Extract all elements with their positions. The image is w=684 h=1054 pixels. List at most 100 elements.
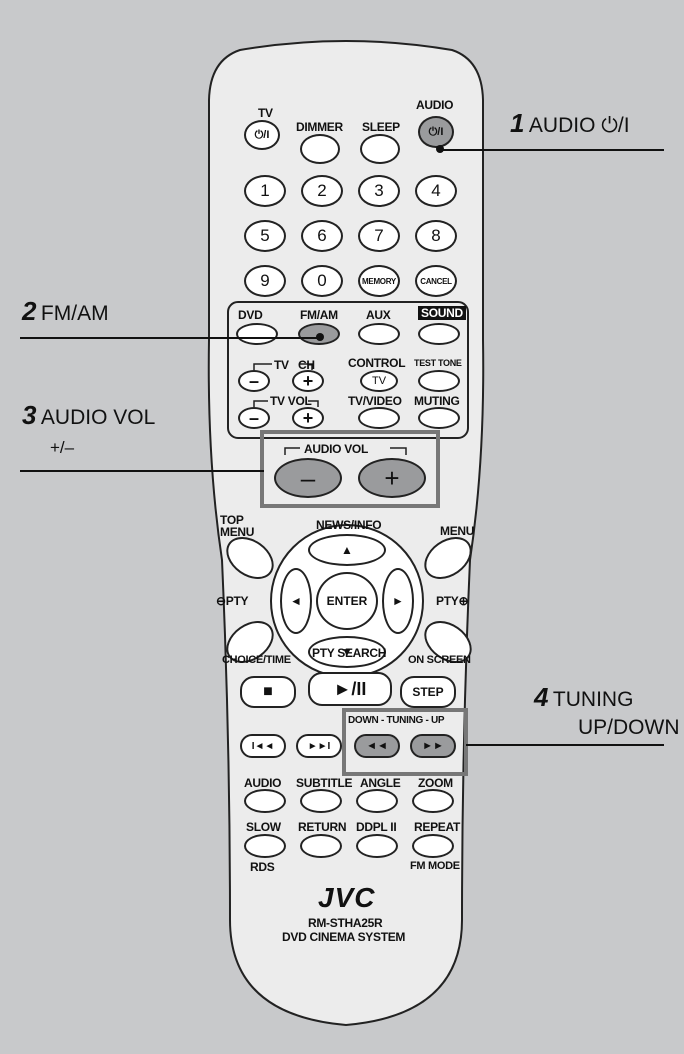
angle-button[interactable] <box>356 789 398 813</box>
audio-vol-label: AUDIO VOL <box>304 442 368 456</box>
enter-button[interactable]: ENTER <box>316 572 378 630</box>
audio-vol-up-button[interactable]: + <box>358 458 426 498</box>
left-button[interactable]: ◄ <box>280 568 312 634</box>
channel-up-button[interactable]: + <box>292 370 324 392</box>
memory-button[interactable]: MEMORY <box>358 265 400 297</box>
pty-minus-label: ⊖PTY <box>216 594 249 608</box>
power-icon: ⏻/I <box>428 125 444 138</box>
number-button-5[interactable]: 5 <box>244 220 286 252</box>
callout-1: 1 AUDIO ⏻/I <box>510 108 630 139</box>
sound-button[interactable] <box>418 323 460 345</box>
tv-vol-label: TV VOL <box>270 394 312 408</box>
muting-label: MUTING <box>414 394 460 408</box>
sleep-label: SLEEP <box>362 120 400 134</box>
number-button-2[interactable]: 2 <box>301 175 343 207</box>
test-tone-label: TEST TONE <box>414 358 462 368</box>
muting-button[interactable] <box>418 407 460 429</box>
dvd-button[interactable] <box>236 323 278 345</box>
callout-3: 3 AUDIO VOL <box>22 400 155 431</box>
slow-label: SLOW <box>246 820 281 834</box>
subtitle-label: SUBTITLE <box>296 776 353 790</box>
jvc-logo: JVC <box>318 882 376 913</box>
number-button-1[interactable]: 1 <box>244 175 286 207</box>
audio-label: AUDIO <box>416 98 454 112</box>
dimmer-label: DIMMER <box>296 120 343 134</box>
previous-button[interactable]: I◄◄ <box>240 734 286 758</box>
menu-label: MENU <box>440 524 475 538</box>
channel-down-button[interactable]: – <box>238 370 270 392</box>
fast-forward-icon: ►► <box>422 740 444 752</box>
number-button-6[interactable]: 6 <box>301 220 343 252</box>
subtitle-button[interactable] <box>300 789 342 813</box>
tuning-down-button[interactable]: ◄◄ <box>354 734 400 758</box>
number-button-0[interactable]: 0 <box>301 265 343 297</box>
callout-3-text: AUDIO VOL <box>40 406 156 429</box>
tuning-up-button[interactable]: ►► <box>410 734 456 758</box>
repeat-button[interactable] <box>412 834 454 858</box>
return-label: RETURN <box>298 820 347 834</box>
next-button[interactable]: ►►I <box>296 734 342 758</box>
number-button-4[interactable]: 4 <box>415 175 457 207</box>
audio-button[interactable] <box>244 789 286 813</box>
on-screen-label: ON SCREEN <box>408 654 471 666</box>
tv-vol-down-button[interactable]: – <box>238 407 270 429</box>
news-info-label: NEWS/INFO <box>316 518 382 532</box>
callout-line-3 <box>20 470 264 472</box>
up-arrow-icon: ▲ <box>341 543 353 557</box>
left-arrow-icon: ◄ <box>290 594 302 608</box>
zoom-button[interactable] <box>412 789 454 813</box>
cancel-button[interactable]: CANCEL <box>415 265 457 297</box>
right-arrow-icon: ► <box>392 594 404 608</box>
angle-label: ANGLE <box>360 776 401 790</box>
ch-label: CH <box>298 358 315 372</box>
callout-line-4 <box>466 744 664 746</box>
return-button[interactable] <box>300 834 342 858</box>
dvd-label: DVD <box>238 308 263 322</box>
zoom-label: ZOOM <box>418 776 453 790</box>
tv-channel-label: TV <box>274 358 289 372</box>
audio-vol-down-button[interactable]: – <box>274 458 342 498</box>
tv-video-button[interactable] <box>358 407 400 429</box>
callout-3-number: 3 <box>22 400 37 430</box>
rewind-icon: ◄◄ <box>366 740 388 752</box>
right-button[interactable]: ► <box>382 568 414 634</box>
callout-3-sub: +/– <box>50 438 75 457</box>
pty-plus-label: PTY⊕ <box>436 594 469 608</box>
dimmer-button[interactable] <box>300 134 340 164</box>
number-button-9[interactable]: 9 <box>244 265 286 297</box>
sleep-button[interactable] <box>360 134 400 164</box>
play-pause-button[interactable]: ►/II <box>308 672 392 706</box>
step-button[interactable]: STEP <box>400 676 456 708</box>
top-menu-label: TOP MENU <box>220 513 255 539</box>
power-icon: ⏻/I <box>254 128 270 141</box>
control-tv-button[interactable]: TV <box>360 370 398 392</box>
tv-vol-up-button[interactable]: + <box>292 407 324 429</box>
stop-button[interactable]: ■ <box>240 676 296 708</box>
model-number: RM-STHA25R <box>308 916 383 930</box>
dolby-pl2-button[interactable] <box>356 834 398 858</box>
remote-control: TV ⏻/I DIMMER SLEEP AUDIO ⏻/I 1 2 3 4 5 … <box>200 40 492 1030</box>
test-tone-button[interactable] <box>418 370 460 392</box>
callout-line-1 <box>440 149 664 151</box>
audio-power-button[interactable]: ⏻/I <box>418 116 454 148</box>
control-label: CONTROL <box>348 356 406 370</box>
tv-label: TV <box>258 106 273 120</box>
number-button-7[interactable]: 7 <box>358 220 400 252</box>
slow-button[interactable] <box>244 834 286 858</box>
down-button[interactable]: ▼ <box>308 636 386 668</box>
sound-label: SOUND <box>418 306 466 320</box>
tv-power-button[interactable]: ⏻/I <box>244 120 280 150</box>
fm-mode-label: FM MODE <box>410 860 460 872</box>
up-button[interactable]: ▲ <box>308 534 386 566</box>
aux-button[interactable] <box>358 323 400 345</box>
number-button-3[interactable]: 3 <box>358 175 400 207</box>
aux-label: AUX <box>366 308 391 322</box>
callout-dot-1 <box>436 145 444 153</box>
callout-1-number: 1 <box>510 108 525 138</box>
audio-button-label: AUDIO <box>244 776 282 790</box>
number-button-8[interactable]: 8 <box>415 220 457 252</box>
stop-icon: ■ <box>263 683 273 700</box>
callout-4-text: TUNING <box>552 688 634 711</box>
callout-dot-2 <box>316 333 324 341</box>
tv-video-label: TV/VIDEO <box>348 394 402 408</box>
